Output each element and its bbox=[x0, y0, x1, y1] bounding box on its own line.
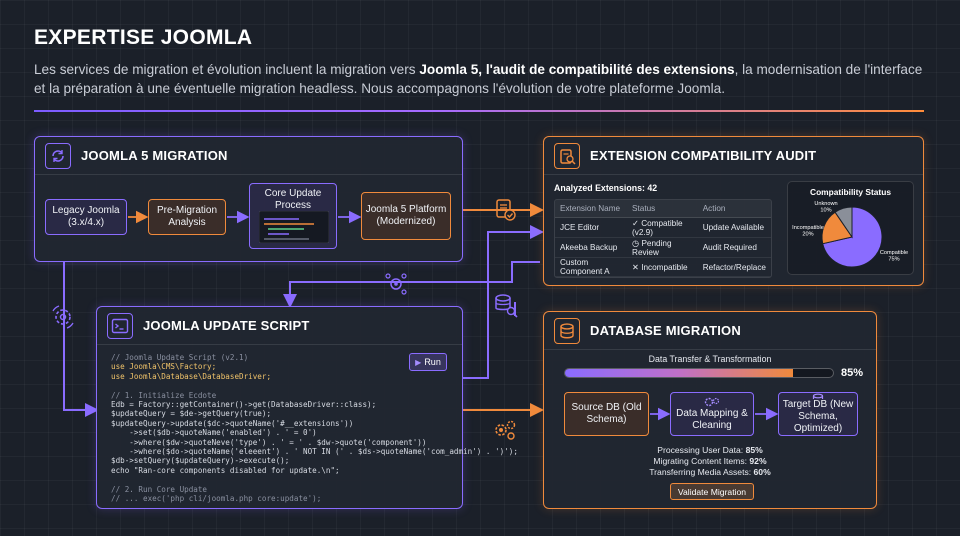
code-line: echo "Ran-core components disabled for u… bbox=[111, 465, 340, 475]
status-compatible: ✓ Compatible (v2.9) bbox=[627, 217, 698, 238]
code-line: use Joomla\CMS\Factory; bbox=[111, 362, 217, 372]
header-divider bbox=[34, 110, 924, 112]
step-legacy-joomla[interactable]: Legacy Joomla (3.x/4.x) bbox=[45, 199, 127, 235]
database-search-icon bbox=[495, 294, 518, 318]
db-panel-title: DATABASE MIGRATION bbox=[590, 323, 741, 338]
code-line: // 2. Run Core Update bbox=[111, 484, 208, 494]
database-icon bbox=[554, 318, 580, 344]
intro-text: Les services de migration et évolution i… bbox=[34, 62, 923, 96]
transfer-label: Data Transfer & Transformation bbox=[648, 354, 772, 364]
extension-name: JCE Editor bbox=[555, 217, 628, 238]
db-panel-header: DATABASE MIGRATION bbox=[544, 312, 876, 350]
table-header-row: Extension Name Status Action bbox=[555, 200, 771, 218]
chart-title: Compatibility Status bbox=[810, 187, 891, 197]
progress-fill bbox=[565, 369, 793, 377]
update-script-code: // Joomla Update Script (v2.1)use Joomla… bbox=[111, 353, 518, 504]
table-row[interactable]: JCE Editor ✓ Compatible (v2.9) Update Av… bbox=[555, 217, 771, 238]
clock-icon: ◷ bbox=[632, 239, 640, 248]
action-update-available[interactable]: Update Available bbox=[697, 217, 771, 238]
table-row[interactable]: Akeeba Backup ◷ Pending Review Audit Req… bbox=[555, 237, 771, 258]
analyzed-extensions-count: Analyzed Extensions: 42 bbox=[554, 183, 658, 193]
sync-icon bbox=[45, 143, 71, 169]
status-incompatible: ✕ Incompatible bbox=[627, 257, 698, 277]
extension-table: Extension Name Status Action JCE Editor … bbox=[555, 200, 771, 277]
code-line: $updateQuery->update($dc->quoteName('#__… bbox=[111, 418, 354, 428]
line-migration-to-script bbox=[63, 262, 99, 417]
clipboard-search-icon bbox=[554, 143, 580, 169]
stat-user-data: Processing User Data: 85% bbox=[657, 445, 763, 455]
validate-migration-button[interactable]: Validate Migration bbox=[670, 483, 754, 500]
extension-name: Akeeba Backup bbox=[555, 237, 628, 258]
code-line: // 1. Initialize Ecdote bbox=[111, 390, 217, 400]
script-panel-title: JOOMLA UPDATE SCRIPT bbox=[143, 318, 310, 333]
migration-panel-title: JOOMLA 5 MIGRATION bbox=[81, 148, 228, 163]
page-title: EXPERTISE JOOMLA bbox=[34, 26, 253, 49]
extension-table-wrap: Extension Name Status Action JCE Editor … bbox=[554, 199, 772, 278]
code-line: // Joomla Update Script (v2.1) bbox=[111, 353, 249, 362]
migration-panel-header: JOOMLA 5 MIGRATION bbox=[35, 137, 462, 175]
status-pending: ◷ Pending Review bbox=[627, 237, 698, 258]
transfer-progress-bar bbox=[564, 368, 834, 378]
gears-icon bbox=[495, 420, 516, 440]
settings-network-icon bbox=[385, 273, 407, 295]
source-db-box[interactable]: Source DB (Old Schema) bbox=[564, 392, 649, 436]
document-check-icon bbox=[496, 199, 516, 221]
code-line: $db->setQuery($updateQuery)->execute(); bbox=[111, 456, 290, 466]
check-icon: ✓ bbox=[632, 219, 639, 228]
step-pre-migration[interactable]: Pre-Migration Analysis bbox=[148, 199, 226, 235]
code-line: ->where($do->quoteName('eleeent') . ' NO… bbox=[111, 447, 518, 457]
run-button[interactable]: ▶Run bbox=[409, 353, 447, 371]
line-audit-to-script bbox=[283, 261, 540, 308]
terminal-icon bbox=[107, 313, 133, 339]
gears-icon bbox=[704, 397, 720, 407]
code-line: use Joomla\Database\DatabaseDriver; bbox=[111, 371, 272, 381]
code-line bbox=[111, 475, 518, 484]
audit-panel: EXTENSION COMPATIBILITY AUDIT Analyzed E… bbox=[543, 136, 924, 286]
script-panel: JOOMLA UPDATE SCRIPT ▶Run // Joomla Upda… bbox=[96, 306, 518, 509]
play-icon: ▶ bbox=[415, 357, 422, 367]
code-line: ->where($dw->quoteNeve('type') . ' = ' .… bbox=[111, 437, 427, 447]
code-line: // ... exec('php cli/joomla.php core:upd… bbox=[111, 494, 322, 504]
audit-panel-title: EXTENSION COMPATIBILITY AUDIT bbox=[590, 148, 817, 163]
target-db-box[interactable]: Target DB (New Schema, Optimized) bbox=[778, 392, 858, 436]
cross-icon: ✕ bbox=[632, 263, 639, 272]
code-window-graphic bbox=[259, 211, 329, 243]
gear-sync-icon bbox=[52, 305, 74, 329]
mapping-box[interactable]: Data Mapping & Cleaning bbox=[670, 392, 754, 436]
col-extension-name: Extension Name bbox=[555, 200, 628, 218]
stat-media-assets: Transferring Media Assets: 60% bbox=[649, 467, 771, 477]
stat-content-items: Migrating Content Items: 92% bbox=[653, 456, 767, 466]
table-row[interactable]: Custom Component A ✕ Incompatible Refact… bbox=[555, 257, 771, 277]
db-flow-arrows bbox=[650, 407, 779, 421]
progress-percent: 85% bbox=[841, 367, 864, 379]
code-line: Edb = Factory::getContainer()->get(Datab… bbox=[111, 400, 377, 410]
action-audit-required[interactable]: Audit Required bbox=[697, 237, 771, 258]
pie-slice-unknown bbox=[834, 206, 853, 239]
database-icon bbox=[812, 393, 824, 399]
audit-panel-header: EXTENSION COMPATIBILITY AUDIT bbox=[544, 137, 923, 175]
db-panel: DATABASE MIGRATION Data Transfer & Trans… bbox=[543, 311, 877, 509]
step-joomla5-platform[interactable]: Joomla 5 Platform (Modernized) bbox=[361, 192, 451, 240]
col-action: Action bbox=[697, 200, 771, 218]
migration-panel: JOOMLA 5 MIGRATION Legacy Joomla (3.x/4.… bbox=[34, 136, 463, 262]
code-line bbox=[111, 381, 518, 390]
col-status: Status bbox=[627, 200, 698, 218]
code-line: ->set($db->quoteName('enabled') . ' = 0'… bbox=[111, 428, 317, 438]
action-refactor-replace[interactable]: Refactor/Replace bbox=[697, 257, 771, 277]
extension-name: Custom Component A bbox=[555, 257, 628, 277]
code-line: $updateQuery = $de->getQuery(true); bbox=[111, 409, 272, 419]
migration-flow-arrows bbox=[128, 210, 362, 224]
script-panel-header: JOOMLA UPDATE SCRIPT bbox=[97, 307, 462, 345]
line-script-to-audit bbox=[463, 225, 544, 379]
